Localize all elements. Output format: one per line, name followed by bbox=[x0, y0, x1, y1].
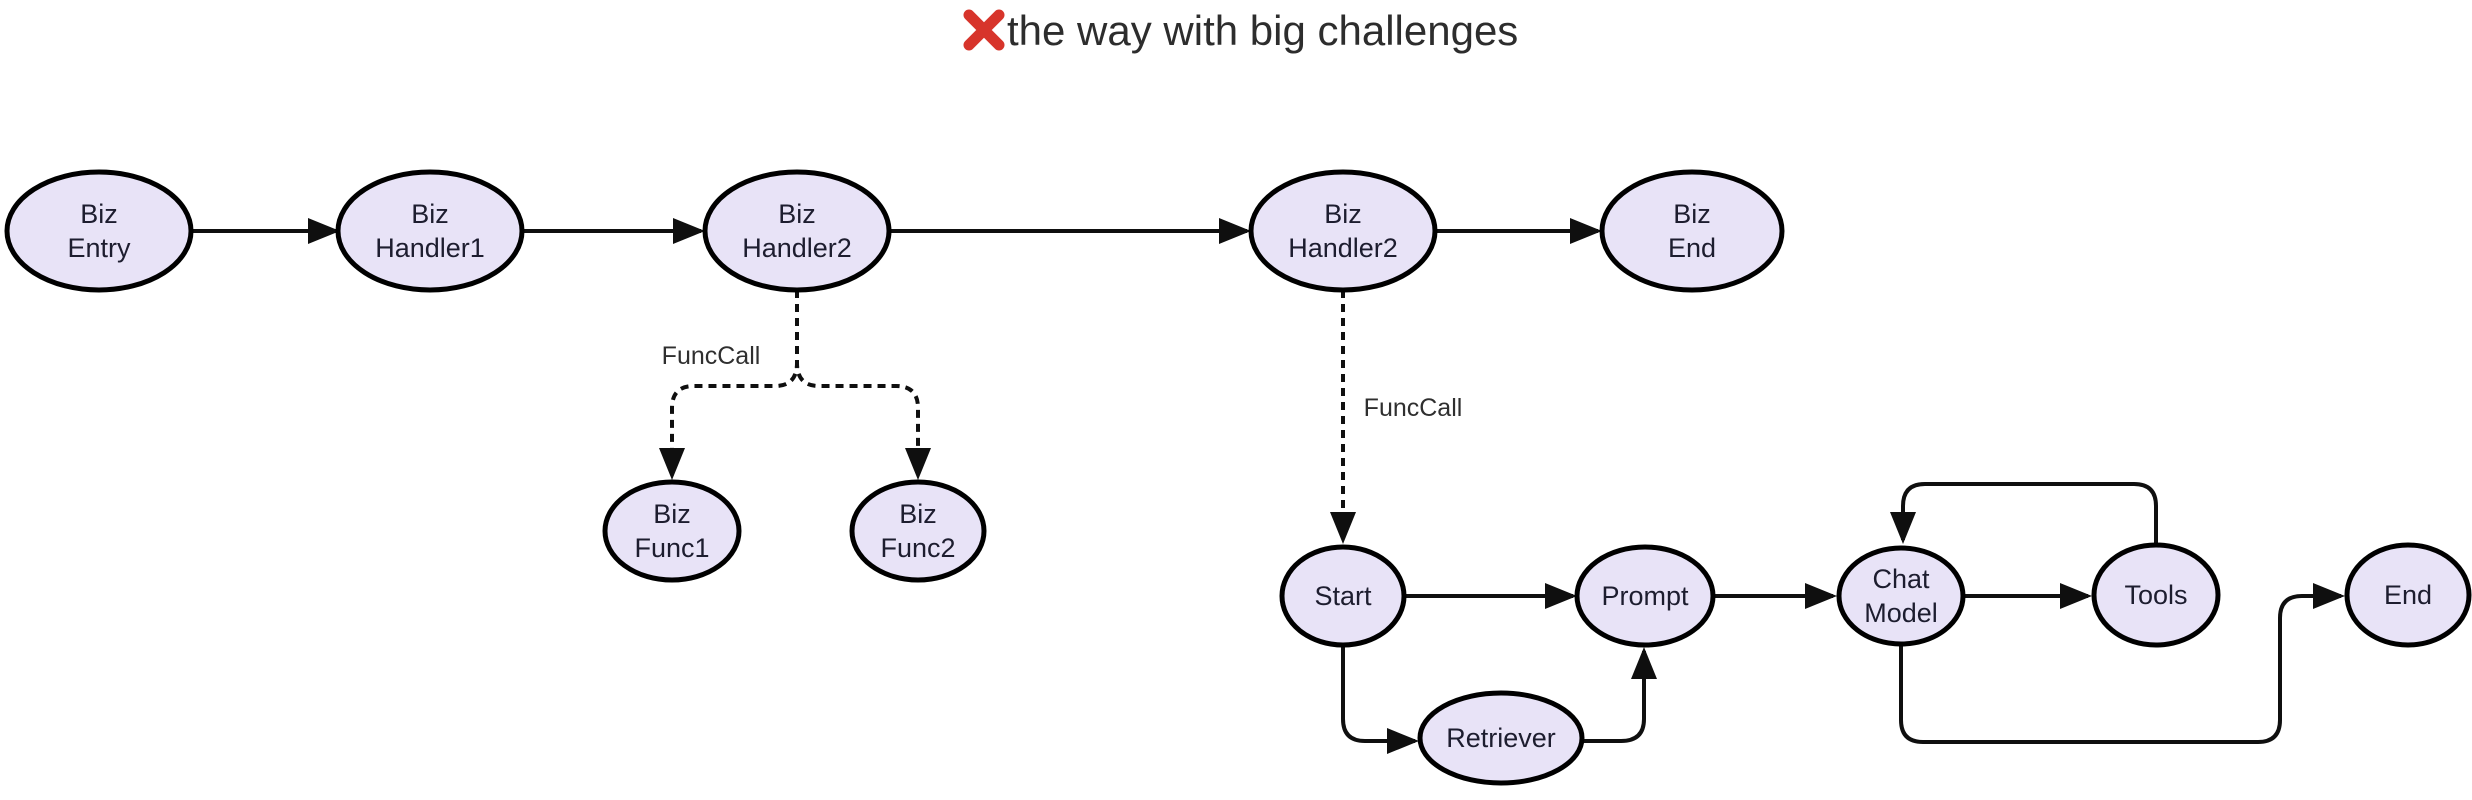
edge-start-retriever bbox=[1341, 645, 1419, 754]
node-retriever: Retriever bbox=[1417, 690, 1585, 786]
node-chat-model-shape bbox=[1836, 545, 1966, 647]
node-biz-handler2b-shape bbox=[1248, 169, 1438, 293]
node-prompt: Prompt bbox=[1574, 544, 1716, 648]
node-biz-end-shape bbox=[1599, 169, 1785, 293]
node-end-label: End bbox=[2384, 580, 2432, 610]
node-start: Start bbox=[1279, 544, 1407, 648]
node-end-shape bbox=[2344, 542, 2472, 648]
node-retriever-shape bbox=[1417, 690, 1585, 786]
node-biz-func1-shape bbox=[602, 479, 742, 583]
node-prompt-shape bbox=[1574, 544, 1716, 648]
node-tools-label: Tools bbox=[2124, 580, 2187, 610]
node-tools: Tools bbox=[2091, 542, 2221, 648]
red-cross-icon bbox=[963, 9, 1005, 51]
diagram-title: the way with big challenges bbox=[1007, 7, 1518, 54]
node-start-shape bbox=[1279, 544, 1407, 648]
node-biz-entry-shape bbox=[4, 169, 194, 293]
edge-biz-handler2a-biz-func1 bbox=[659, 290, 799, 480]
node-tools-shape bbox=[2091, 542, 2221, 648]
node-start-label: Start bbox=[1314, 581, 1372, 611]
edge-retriever-prompt bbox=[1582, 647, 1657, 743]
node-end: End bbox=[2344, 542, 2472, 648]
edge-chat-model-end bbox=[1899, 583, 2345, 744]
edge-label-1: FuncCall bbox=[662, 342, 761, 370]
node-biz-handler1-shape bbox=[335, 169, 525, 293]
edge-biz-handler2a-biz-func2 bbox=[795, 290, 931, 480]
node-biz-handler2a-shape bbox=[702, 169, 892, 293]
edge-tools-chat-model bbox=[1890, 482, 2158, 545]
diagram-title-group: the way with big challenges bbox=[963, 7, 1518, 54]
edges-layer bbox=[191, 218, 2345, 754]
node-biz-func2-shape bbox=[849, 479, 987, 583]
node-prompt-label: Prompt bbox=[1601, 581, 1689, 611]
edge-label-2: FuncCall bbox=[1364, 394, 1463, 422]
node-retriever-label: Retriever bbox=[1446, 723, 1556, 753]
